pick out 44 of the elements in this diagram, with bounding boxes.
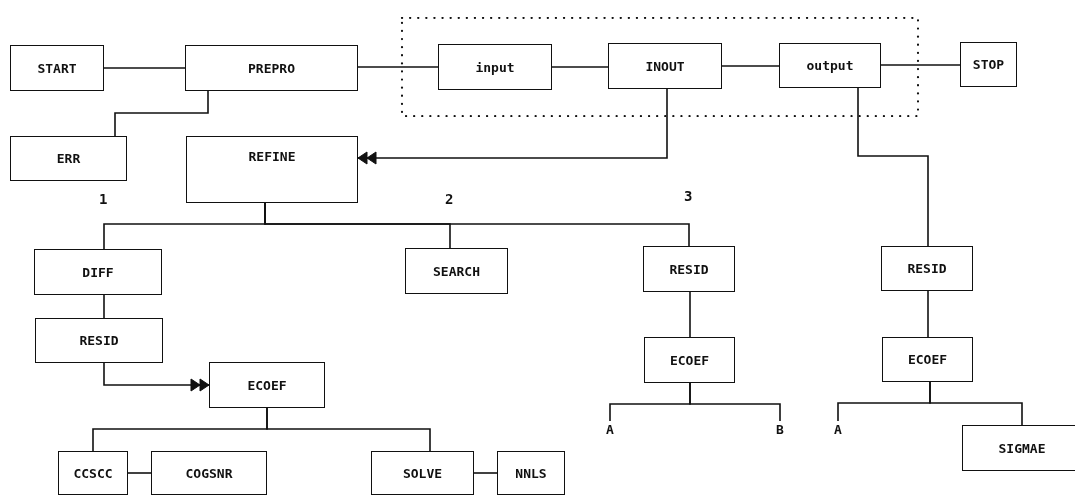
process-box: PREPRO [185, 45, 358, 91]
process-box: DIFF [34, 249, 162, 295]
process-box: START [10, 45, 104, 91]
branch-label: A [601, 421, 619, 437]
branch-number: 1 [99, 191, 108, 207]
process-box: RESID [35, 318, 163, 363]
process-box: COGSNR [151, 451, 267, 495]
connector-line [103, 67, 186, 69]
process-box: ERR [10, 136, 127, 181]
process-box: output [779, 43, 881, 88]
connector-line [880, 64, 961, 66]
process-box: ECOEF [882, 337, 973, 382]
branch-label: A [829, 421, 847, 437]
process-box: NNLS [497, 451, 565, 495]
connector-line [929, 381, 1023, 426]
process-box: SIGMAE [962, 425, 1075, 471]
process-box: ECOEF [644, 337, 735, 383]
connector-line [473, 472, 498, 474]
process-box: REFINE [186, 136, 358, 203]
connector-line [721, 65, 780, 67]
connector-line [857, 87, 929, 247]
branch-label: B [771, 421, 789, 437]
process-box: INOUT [608, 43, 722, 89]
dotted-group-box [400, 17, 920, 117]
connector-line [127, 472, 152, 474]
connector-line [103, 294, 105, 319]
process-box: SEARCH [405, 248, 508, 294]
connector-line [114, 90, 209, 137]
process-box: STOP [960, 42, 1017, 87]
connector-line [689, 382, 781, 422]
connector-line [689, 291, 691, 338]
branch-number: 2 [445, 191, 454, 207]
branch-number: 3 [684, 188, 693, 204]
process-box: ECOEF [209, 362, 325, 408]
process-box: SOLVE [371, 451, 474, 495]
connector-line [264, 202, 690, 247]
connector-line [551, 66, 609, 68]
connector-line [357, 66, 439, 68]
connector-line [266, 407, 431, 452]
process-box: input [438, 44, 552, 90]
connector-line [927, 290, 929, 338]
process-box: CCSCC [58, 451, 128, 495]
process-box: RESID [881, 246, 973, 291]
process-box: RESID [643, 246, 735, 292]
